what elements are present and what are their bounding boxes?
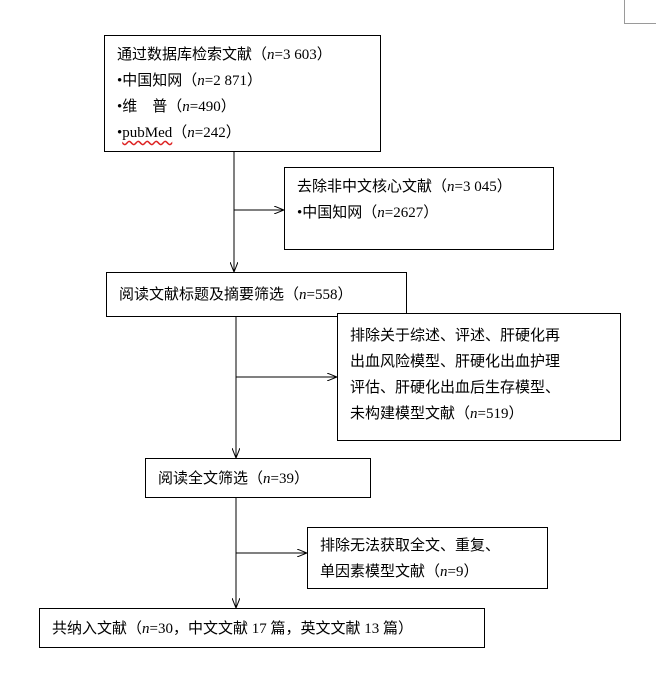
exclude-noncore-box: 去除非中文核心文献（n=3 045） •中国知网（n=2627） — [284, 167, 554, 250]
fulltext-screen-text: 阅读全文筛选（n=39） — [158, 471, 309, 487]
exclude-unavailable-box: 排除无法获取全文、重复、 单因素模型文献（n=9） — [307, 527, 548, 589]
search-box: 通过数据库检索文献（n=3 603） •中国知网（n=2 871） •维 普（n… — [104, 35, 381, 152]
fulltext-screen-box: 阅读全文筛选（n=39） — [145, 458, 371, 498]
search-item-cnki: •中国知网（n=2 871） — [117, 73, 262, 89]
exclude-reviews-line-3: 评估、肝硬化出血后生存模型、 — [350, 380, 561, 396]
final-included-box: 共纳入文献（n=30，中文文献 17 篇，英文文献 13 篇） — [39, 608, 485, 648]
search-box-title: 通过数据库检索文献（n=3 603） — [117, 47, 332, 63]
search-item-pubmed: •pubMed（n=242） — [117, 125, 241, 141]
exclude-noncore-title: 去除非中文核心文献（n=3 045） — [297, 179, 512, 195]
exclude-unavailable-line-1: 排除无法获取全文、重复、 — [320, 538, 501, 554]
exclude-reviews-line-2: 出血风险模型、肝硬化出血护理 — [350, 354, 561, 370]
exclude-reviews-line-1: 排除关于综述、评述、肝硬化再 — [350, 328, 561, 344]
title-abstract-screen-box: 阅读文献标题及摘要筛选（n=558） — [106, 272, 407, 317]
spellcheck-word: pubMed — [122, 125, 173, 141]
final-included-text: 共纳入文献（n=30，中文文献 17 篇，英文文献 13 篇） — [52, 621, 413, 637]
exclude-unavailable-line-2: 单因素模型文献（n=9） — [320, 564, 479, 580]
exclude-noncore-item: •中国知网（n=2627） — [297, 205, 439, 221]
exclude-reviews-line-4: 未构建模型文献（n=519） — [350, 406, 524, 422]
exclude-reviews-box: 排除关于综述、评述、肝硬化再 出血风险模型、肝硬化出血护理 评估、肝硬化出血后生… — [337, 313, 621, 441]
page-corner-mark — [624, 0, 656, 24]
search-item-vip: •维 普（n=490） — [117, 99, 236, 115]
title-abstract-screen-text: 阅读文献标题及摘要筛选（n=558） — [119, 287, 353, 303]
